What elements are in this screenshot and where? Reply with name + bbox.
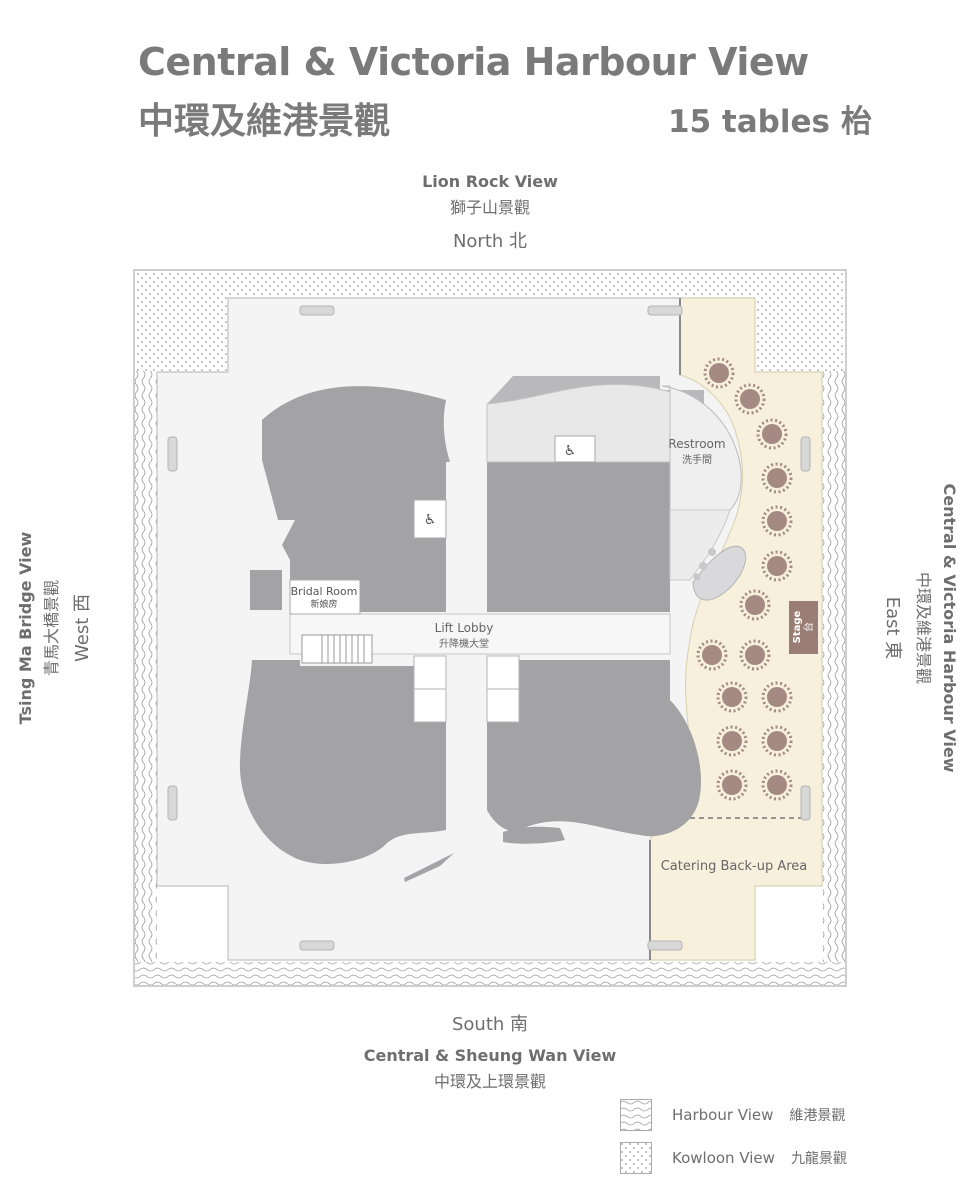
harbour-waves-swatch — [620, 1099, 652, 1131]
stage-label: Stage — [792, 610, 803, 643]
north-label: Lion Rock View 獅子山景觀 North 北 — [390, 172, 590, 253]
stage-label-zh: 台 — [802, 622, 815, 632]
atrium-voids — [239, 386, 701, 882]
banquet-tables — [696, 357, 793, 801]
banquet-table — [696, 639, 728, 671]
bridal-room-label-zh: 新娘房 — [310, 598, 337, 610]
banquet-table — [739, 639, 771, 671]
accessible-toilet-icon: ♿ — [424, 512, 437, 528]
accessible-toilet-icon: ♿ — [564, 443, 577, 459]
legend-kowloon: Kowloon View 九龍景觀 — [620, 1141, 847, 1175]
south-compass: South 南 — [451, 1014, 529, 1035]
banquet-table — [761, 725, 793, 757]
banquet-table — [716, 725, 748, 757]
north-view-zh: 獅子山景觀 — [449, 198, 530, 217]
title-en: Central & Victoria Harbour View — [138, 40, 809, 84]
stage — [789, 601, 818, 654]
lift-lobby-label: Lift Lobby — [435, 621, 494, 635]
south-view-en: Central & Sheung Wan View — [363, 1046, 617, 1065]
banquet-table — [761, 505, 793, 537]
legend-kowloon-en: Kowloon View — [672, 1149, 775, 1167]
banquet-table — [734, 383, 766, 415]
harbour-view-zone-south — [135, 962, 845, 985]
banquet-table — [761, 681, 793, 713]
legend-harbour: Harbour View 維港景觀 — [620, 1098, 845, 1132]
banquet-table — [703, 357, 735, 389]
banquet-table — [739, 589, 771, 621]
staircase — [301, 634, 373, 664]
harbour-view-zone-east — [823, 371, 845, 985]
lift-lobby-label-zh: 升降機大堂 — [439, 637, 489, 650]
legend-harbour-zh: 維港景觀 — [789, 1108, 846, 1124]
banquet-table — [716, 769, 748, 801]
banquet-table — [761, 462, 793, 494]
kowloon-dots-swatch — [620, 1142, 652, 1174]
bridal-room-label: Bridal Room — [291, 585, 358, 598]
north-compass: North 北 — [452, 231, 528, 252]
banquet-table — [756, 418, 788, 450]
south-label: South 南 Central & Sheung Wan View 中環及上環景… — [340, 1010, 640, 1092]
table-capacity: 15 tables 枱 — [668, 104, 872, 140]
restroom-label: Restroom — [668, 437, 725, 451]
restroom-label-zh: 洗手間 — [682, 453, 712, 466]
banquet-table — [716, 681, 748, 713]
banquet-table — [761, 769, 793, 801]
catering-area-label: Catering Back-up Area — [661, 859, 808, 874]
north-view-en: Lion Rock View — [422, 172, 558, 191]
banquet-table — [761, 550, 793, 582]
title-zh: 中環及維港景觀 — [138, 101, 391, 142]
harbour-view-zone-west — [135, 371, 157, 985]
legend-kowloon-zh: 九龍景觀 — [790, 1151, 847, 1167]
south-view-zh: 中環及上環景觀 — [433, 1072, 546, 1091]
legend-harbour-en: Harbour View — [672, 1106, 774, 1124]
